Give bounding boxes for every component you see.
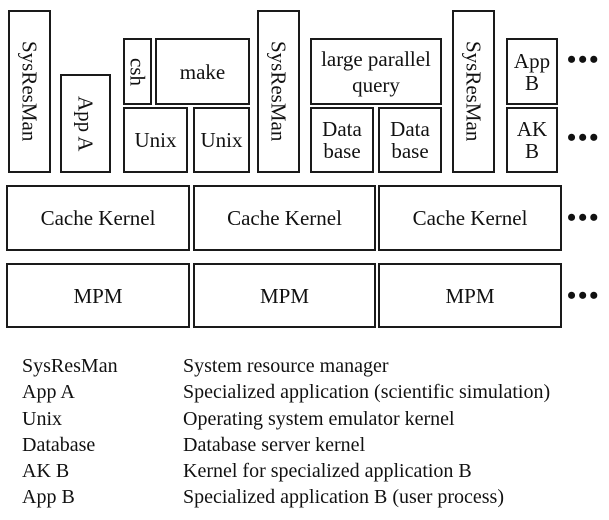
sysresman-box-3: SysResMan — [452, 10, 495, 173]
unix-label: Unix — [134, 128, 177, 152]
ak-b-label-line-2: B — [524, 139, 539, 163]
large-parallel-query-line-1: large parallel — [321, 46, 431, 71]
legend-term: AK B — [22, 460, 70, 483]
large-parallel-query-box: large parallel query — [310, 38, 442, 105]
legend-definition: Specialized application B (user process) — [183, 486, 504, 509]
app-a-box: App A — [60, 74, 111, 173]
legend-term: SysResMan — [22, 355, 118, 377]
legend-term: App B — [22, 486, 75, 509]
sysresman-box-2: SysResMan — [257, 10, 300, 173]
mpm-label: MPM — [73, 283, 123, 308]
legend-definition: Specialized application (scientific simu… — [183, 381, 551, 404]
sysresman-label: SysResMan — [266, 41, 291, 142]
mpm-box-2: MPM — [193, 263, 376, 328]
legend-row: Database Database server kernel — [22, 432, 550, 458]
ellipsis-app-row: ••• — [567, 45, 601, 74]
csh-label: csh — [125, 57, 150, 86]
legend-row: AK B Kernel for specialized application … — [22, 458, 550, 484]
unix-box-1: Unix — [123, 107, 188, 173]
app-b-label-line-2: B — [524, 70, 539, 95]
cache-kernel-box-3: Cache Kernel — [378, 185, 562, 251]
make-label: make — [179, 59, 226, 84]
app-b-label-line-1: App — [513, 48, 551, 73]
unix-box-2: Unix — [193, 107, 250, 173]
legend-row: Unix Operating system emulator kernel — [22, 406, 550, 432]
legend-definition: Kernel for specialized application B — [183, 460, 472, 483]
legend-term: App A — [22, 381, 75, 404]
database-label-line-2: base — [323, 139, 361, 163]
database-label-line-2: base — [391, 139, 429, 163]
cache-kernel-label: Cache Kernel — [227, 206, 342, 230]
legend-row: SysResMan System resource manager — [22, 353, 550, 379]
make-box: make — [155, 38, 250, 105]
sysresman-label: SysResMan — [461, 41, 486, 142]
cache-kernel-label: Cache Kernel — [40, 206, 156, 230]
legend-term: Database — [22, 433, 96, 456]
csh-box: csh — [123, 38, 152, 105]
cache-kernel-box-1: Cache Kernel — [6, 185, 190, 251]
legend-term: Unix — [22, 407, 62, 430]
legend-row: App A Specialized application (scientifi… — [22, 379, 550, 405]
ak-b-box: AK B — [506, 107, 558, 173]
sysresman-box-1: SysResMan — [8, 10, 51, 173]
large-parallel-query-line-2: query — [352, 72, 400, 97]
app-b-box: App B — [506, 38, 558, 105]
legend-definition: Operating system emulator kernel — [183, 407, 455, 430]
legend-definition: System resource manager — [183, 355, 389, 377]
ellipsis-mpm-row: ••• — [567, 281, 601, 310]
database-label-line-1: Data — [322, 117, 362, 141]
unix-label: Unix — [200, 128, 243, 152]
legend: SysResMan System resource manager App A … — [22, 353, 550, 511]
ellipsis-cache-kernel-row: ••• — [567, 203, 601, 232]
cache-kernel-box-2: Cache Kernel — [193, 185, 376, 251]
mpm-box-3: MPM — [378, 263, 562, 328]
database-box-2: Data base — [378, 107, 442, 173]
database-label-line-1: Data — [390, 117, 430, 141]
mpm-label: MPM — [445, 283, 495, 308]
legend-row: App B Specialized application B (user pr… — [22, 484, 550, 510]
cache-kernel-label: Cache Kernel — [412, 206, 528, 230]
ak-b-label-line-1: AK — [516, 117, 548, 141]
legend-definition: Database server kernel — [183, 433, 366, 456]
ellipsis-kernel-row: ••• — [567, 123, 601, 152]
sysresman-label: SysResMan — [17, 41, 42, 142]
mpm-box-1: MPM — [6, 263, 190, 328]
app-a-label: App A — [73, 95, 98, 152]
database-box-1: Data base — [310, 107, 374, 173]
mpm-label: MPM — [259, 283, 310, 308]
